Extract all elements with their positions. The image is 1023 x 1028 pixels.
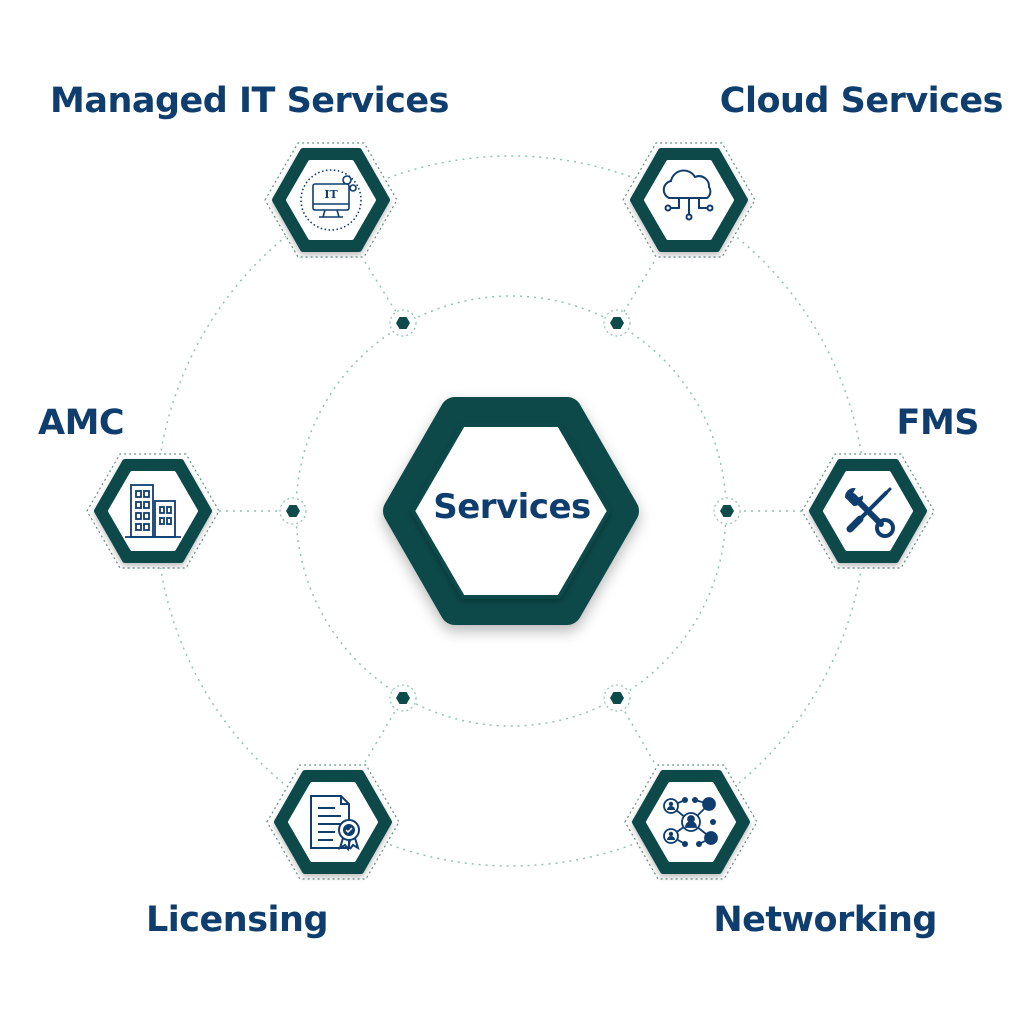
cloud-network-icon [662, 169, 714, 221]
center-label: Services [433, 487, 591, 527]
it-monitor-icon: IT [300, 169, 362, 231]
label-amc: AMC [38, 403, 125, 443]
label-licensing: Licensing [146, 900, 329, 940]
people-network-icon [663, 797, 718, 847]
it-monitor-text: IT [324, 188, 338, 201]
label-fms: FMS [896, 403, 980, 443]
service-node-managed-it [264, 142, 398, 258]
label-cloud-services: Cloud Services [719, 81, 1004, 121]
service-node-licensing [266, 764, 400, 880]
tools-wrench-screwdriver-icon [844, 487, 895, 538]
certificate-document-icon [310, 795, 360, 852]
label-managed-it-services: Managed IT Services [50, 81, 449, 121]
label-networking: Networking [713, 900, 937, 940]
spokes [212, 261, 810, 763]
office-buildings-icon [125, 484, 181, 538]
center-hexagon [383, 397, 639, 625]
connector-nodes [279, 309, 741, 712]
